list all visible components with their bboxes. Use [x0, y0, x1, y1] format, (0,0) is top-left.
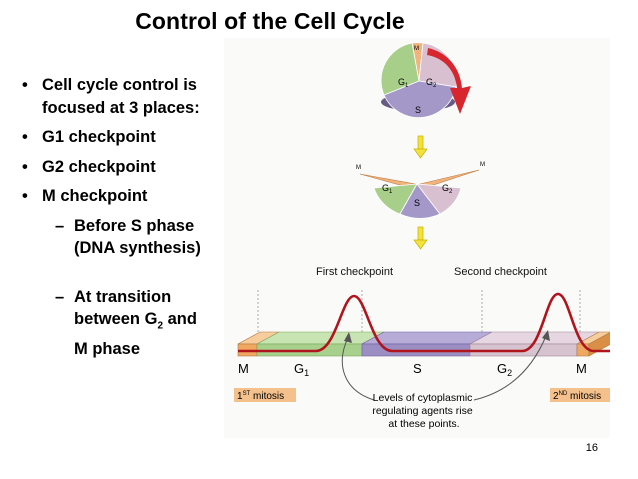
pie-slice-g1	[380, 42, 420, 96]
pointer-arrowhead-icon	[542, 330, 550, 341]
pointer-arrowhead-icon	[344, 332, 352, 343]
label-number: 2	[553, 391, 559, 402]
cycle-pie-top: M G1 G2 S	[380, 42, 457, 118]
first-checkpoint-label: First checkpoint	[316, 266, 393, 278]
page-number: 16	[585, 442, 598, 454]
first-mitosis-label: 1ST mitosis	[234, 388, 296, 402]
rotation-arrow-icon	[427, 48, 471, 114]
bullet-item: Cell cycle control is focused at 3 place…	[22, 74, 212, 119]
bullet-item: M checkpoint	[22, 185, 212, 208]
bar-label-m-right: M	[576, 361, 587, 376]
sub-bullet-text: and M phase	[74, 310, 197, 358]
pie-label-g1: G1	[398, 77, 409, 89]
pie-label-m-right: M	[480, 162, 485, 168]
pie-label-g2: G2	[426, 77, 437, 89]
guide-lines	[257, 290, 581, 338]
pie-label-s: S	[414, 198, 420, 208]
label-main: G	[398, 77, 405, 87]
pie-slice-g2	[416, 183, 462, 215]
bar-label-g2: G2	[497, 361, 512, 378]
bar-label-s: S	[413, 361, 422, 376]
label-background	[550, 388, 610, 402]
label-main: G	[426, 77, 433, 87]
slide-title: Control of the Cell Cycle	[135, 8, 405, 34]
cycle-pie-open: M M G1 G2 S	[356, 162, 485, 219]
label-main: G	[497, 361, 507, 376]
label-word: mitosis	[250, 391, 284, 402]
bullet-item: G1 checkpoint	[22, 126, 212, 149]
label-sub: 2	[507, 368, 512, 378]
label-sub: 1	[405, 83, 409, 89]
regulator-level-curve	[238, 292, 610, 353]
pie-label-m: M	[414, 46, 419, 52]
label-main: G	[294, 361, 304, 376]
label-superscript: ND	[559, 391, 568, 397]
annotation-line: Levels of cytoplasmic	[373, 392, 473, 404]
label-background	[234, 388, 296, 402]
label-main: G	[382, 183, 389, 193]
label-word: mitosis	[567, 391, 601, 402]
label-number: 1	[237, 391, 243, 402]
sub-bullet-item: Before S phase (DNA synthesis)	[22, 215, 212, 260]
down-arrow-icon	[413, 226, 428, 250]
down-arrow-icon	[413, 135, 428, 159]
pie-label-g2: G2	[442, 183, 453, 195]
label-superscript: ST	[243, 391, 251, 397]
bar-label-g1: G1	[294, 361, 309, 378]
bullet-list: Cell cycle control is focused at 3 place…	[22, 74, 212, 360]
label-sub: 2	[449, 189, 453, 195]
bullet-item: G2 checkpoint	[22, 156, 212, 179]
subscript: 2	[157, 320, 163, 332]
annotation-text: Levels of cytoplasmic regulating agents …	[372, 392, 475, 430]
pie-label-m-left: M	[356, 165, 361, 171]
bar-label-m-left: M	[238, 361, 249, 376]
pointer-arrows	[341, 335, 547, 401]
label-main: G	[442, 183, 449, 193]
phase-bar	[237, 331, 610, 357]
label-sub: 1	[304, 368, 309, 378]
pie-label-g1: G1	[382, 183, 393, 195]
annotation-line: regulating agents rise	[372, 405, 473, 417]
sub-bullet-item: At transition between G2 and M phase	[22, 286, 212, 361]
second-mitosis-label: 2ND mitosis	[550, 388, 610, 402]
annotation-line: at these points.	[388, 418, 459, 430]
cell-cycle-figure: M G1 G2 S M M G1 G2 S First checkpoint S…	[224, 38, 610, 438]
second-checkpoint-label: Second checkpoint	[454, 266, 547, 278]
label-text: 2ND mitosis	[553, 391, 601, 402]
label-text: 1ST mitosis	[237, 391, 284, 402]
pie-label-s: S	[415, 105, 421, 115]
label-sub: 2	[433, 83, 437, 89]
label-sub: 1	[389, 189, 393, 195]
sub-bullet-text: At transition between G	[74, 287, 172, 329]
